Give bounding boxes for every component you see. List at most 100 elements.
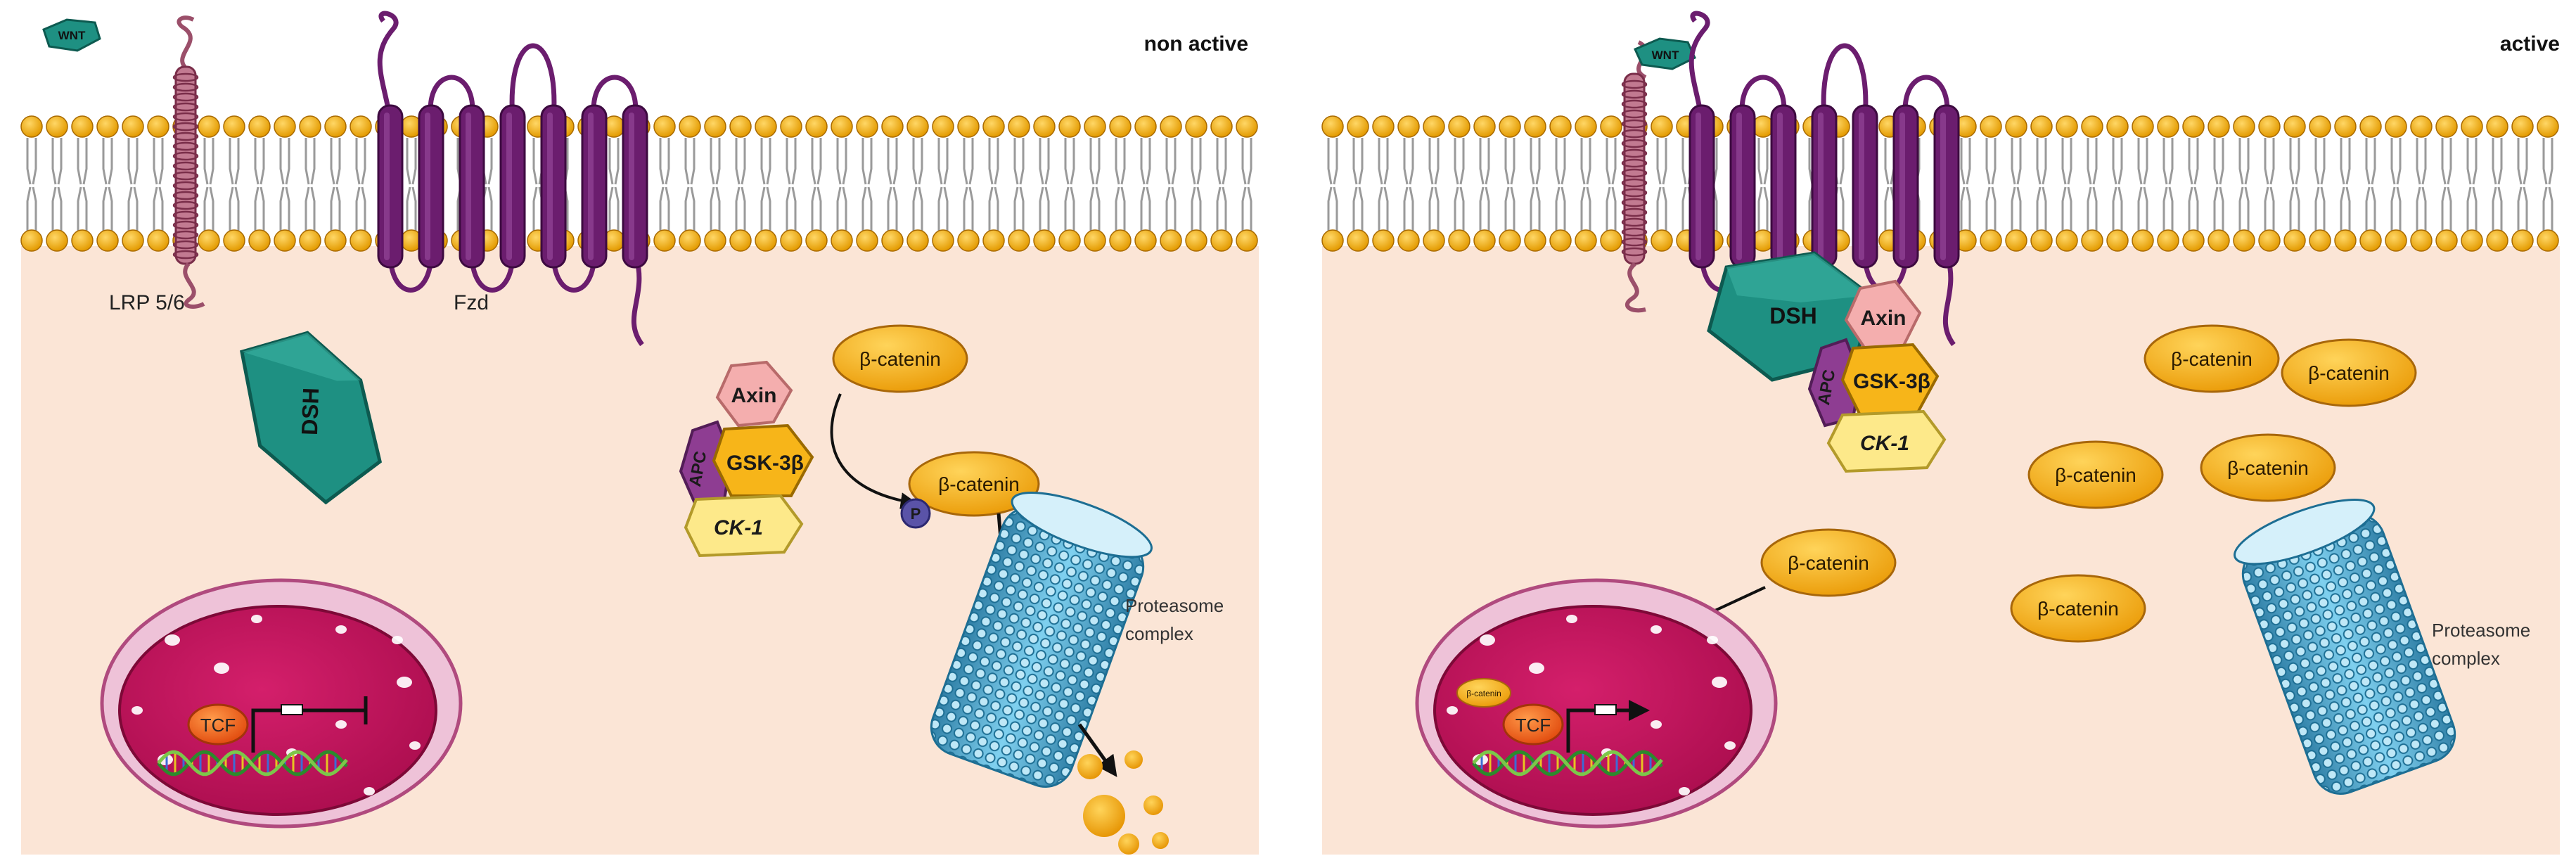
lipid-head	[1236, 115, 1258, 138]
degradation-arrow	[1077, 723, 1117, 777]
lipid-head	[1423, 115, 1445, 138]
proteasome-left	[930, 492, 1153, 788]
beta-catenin: β-catenin	[2010, 574, 2146, 643]
transcription-active	[1566, 700, 1650, 753]
lipid-head	[1185, 229, 1207, 252]
lipid-head	[1236, 229, 1258, 252]
lipid-head	[122, 115, 144, 138]
lrp-receptor-right	[1621, 40, 1648, 313]
beta-catenin-free-left: β-catenin	[832, 324, 968, 393]
dna-helix	[1472, 750, 1663, 776]
lipid-head	[46, 115, 68, 138]
lipid-head	[1134, 115, 1157, 138]
wnt-label: WNT	[1652, 49, 1679, 62]
lipid-head	[729, 115, 752, 138]
proteasome-label-line2: complex	[1125, 623, 1193, 644]
lipid-head	[350, 115, 372, 138]
beta-catenin: β-catenin	[2144, 324, 2280, 393]
lipid-head	[2435, 229, 2458, 252]
lipid-head	[2461, 115, 2483, 138]
beta-catenin-phosphorylated: β-catenin P	[900, 451, 1040, 556]
beta-catenin: β-catenin	[2200, 433, 2336, 502]
lipid-head	[2410, 229, 2433, 252]
lipid-head	[1210, 115, 1233, 138]
lipid-head	[1524, 229, 1546, 252]
lipid-head	[299, 115, 321, 138]
lipid-head	[1980, 115, 2002, 138]
lipid-head	[2486, 229, 2508, 252]
lrp-receptor	[172, 15, 205, 309]
lipid-head	[198, 115, 220, 138]
lipid-head	[2385, 229, 2407, 252]
wnt-label: WNT	[58, 29, 86, 42]
lipid-head	[2359, 115, 2382, 138]
lipid-head	[274, 229, 296, 252]
lipid-head	[729, 229, 752, 252]
lipid-head	[1651, 229, 1673, 252]
lipid-head	[982, 115, 1005, 138]
degradation-fragments	[1077, 750, 1169, 855]
lipid-head	[805, 115, 828, 138]
lipid-head	[1084, 229, 1106, 252]
lipid-head	[1033, 229, 1056, 252]
proteasome-right	[2234, 499, 2456, 795]
lipid-head	[1600, 115, 1622, 138]
proteasome-label-line1: Proteasome	[1125, 595, 1224, 616]
ck1-label: CK-1	[714, 516, 763, 539]
lipid-head	[2005, 229, 2027, 252]
lipid-head	[2511, 115, 2534, 138]
lipid-head	[71, 229, 94, 252]
lipid-head	[2410, 115, 2433, 138]
destruction-complex-left: Axin APC GSK-3β CK-1	[679, 360, 814, 558]
lipid-head	[755, 229, 777, 252]
lipid-head	[1109, 115, 1132, 138]
ck1-protein	[684, 494, 804, 558]
lipid-head	[1473, 115, 1496, 138]
destruction-complex-right: Axin APC GSK-3β CK-1	[1807, 279, 1947, 473]
proteasome-label-line1: Proteasome	[2432, 620, 2530, 641]
lipid-head	[2435, 115, 2458, 138]
lipid-head	[653, 115, 676, 138]
lipid-head	[2081, 229, 2103, 252]
lipid-head	[2056, 229, 2078, 252]
lipid-head	[2233, 115, 2255, 138]
lipid-head	[20, 229, 43, 252]
lipid-head	[248, 115, 271, 138]
beta-catenin-label: β-catenin	[1466, 689, 1501, 698]
beta-catenin-label: β-catenin	[938, 473, 1020, 495]
dsh-label: DSH	[1769, 303, 1817, 328]
gsk-protein	[712, 423, 814, 497]
lipid-head	[932, 229, 954, 252]
lipid-head	[20, 115, 43, 138]
lipid-head	[957, 229, 980, 252]
lipid-head	[1600, 229, 1622, 252]
lipid-head	[1575, 115, 1597, 138]
lipid-head	[2207, 229, 2230, 252]
lipid-head	[932, 115, 954, 138]
lipid-head	[1372, 229, 1395, 252]
lipid-head	[755, 115, 777, 138]
proteasome-label-line2: complex	[2432, 648, 2500, 669]
lipid-head	[299, 229, 321, 252]
lipid-head	[2537, 229, 2559, 252]
beta-catenin: β-catenin	[2027, 440, 2164, 509]
lipid-head	[780, 229, 802, 252]
tcf-label: TCF	[200, 715, 236, 736]
lipid-head	[1347, 115, 1369, 138]
lipid-head	[2283, 229, 2306, 252]
lipid-head	[1448, 115, 1470, 138]
beta-catenin-label: β-catenin	[2037, 598, 2119, 620]
lipid-head	[1372, 115, 1395, 138]
gsk-label: GSK-3β	[726, 452, 804, 475]
lipid-head	[147, 229, 169, 252]
lipid-head	[2081, 115, 2103, 138]
lipid-head	[2030, 229, 2053, 252]
lipid-head	[2157, 229, 2179, 252]
wnt-ligand: WNT	[42, 18, 101, 52]
lipid-head	[46, 229, 68, 252]
lipid-head	[2207, 115, 2230, 138]
lipid-head	[1210, 229, 1233, 252]
lrp-label: LRP 5/6	[109, 291, 185, 314]
beta-catenin-label: β-catenin	[2227, 457, 2309, 479]
